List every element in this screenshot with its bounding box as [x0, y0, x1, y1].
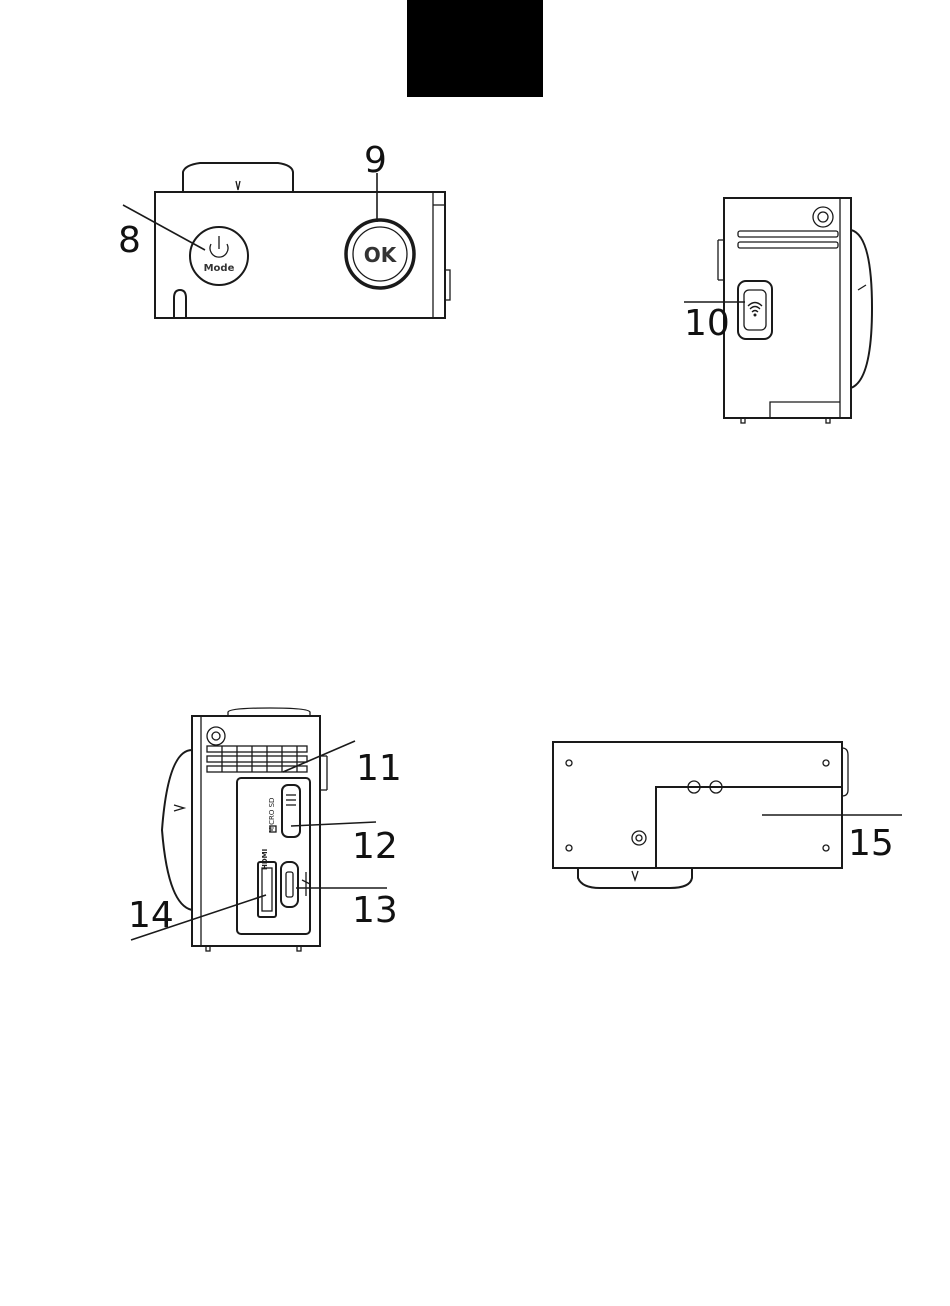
lens-side: [851, 230, 872, 388]
tripod-screw-icon: [632, 831, 646, 845]
callout-9: 9: [364, 140, 387, 181]
hdmi-label: HDMI: [261, 849, 269, 870]
camera-bottom-view: 15: [553, 742, 902, 888]
camera-top-view: Mode OK 8 9: [118, 140, 450, 318]
usb-port[interactable]: [281, 862, 298, 907]
callout-15: 15: [848, 823, 894, 864]
mode-button-label: Mode: [204, 263, 235, 274]
power-icon: [210, 236, 228, 257]
callout-11: 11: [356, 748, 402, 789]
callout-14: 14: [128, 895, 174, 936]
camera-side-view-ports: MICRO SD HDMI 11 12 13 14: [128, 708, 402, 951]
wifi-button[interactable]: [738, 281, 772, 339]
screw-icon: [813, 207, 833, 227]
camera-body-bottom: [553, 742, 842, 868]
wifi-icon: [748, 303, 762, 317]
screw-icon-ports: [207, 727, 225, 745]
usb-icon: [302, 872, 310, 896]
callout-12: 12: [352, 826, 398, 867]
callout-10: 10: [684, 303, 730, 344]
strap-slot: [174, 290, 186, 318]
callout-13: 13: [352, 890, 398, 931]
ok-button[interactable]: OK: [346, 220, 414, 288]
microsd-label: MICRO SD: [268, 798, 276, 833]
ok-button-label: OK: [364, 243, 398, 267]
lens-side-left: [162, 750, 192, 910]
microsd-slot[interactable]: [282, 785, 300, 837]
battery-door[interactable]: [656, 787, 842, 868]
camera-body-top: [155, 192, 445, 318]
callout-8: 8: [118, 220, 141, 261]
mode-button[interactable]: Mode: [190, 227, 248, 285]
camera-side-view-wifi: 10: [684, 198, 872, 423]
